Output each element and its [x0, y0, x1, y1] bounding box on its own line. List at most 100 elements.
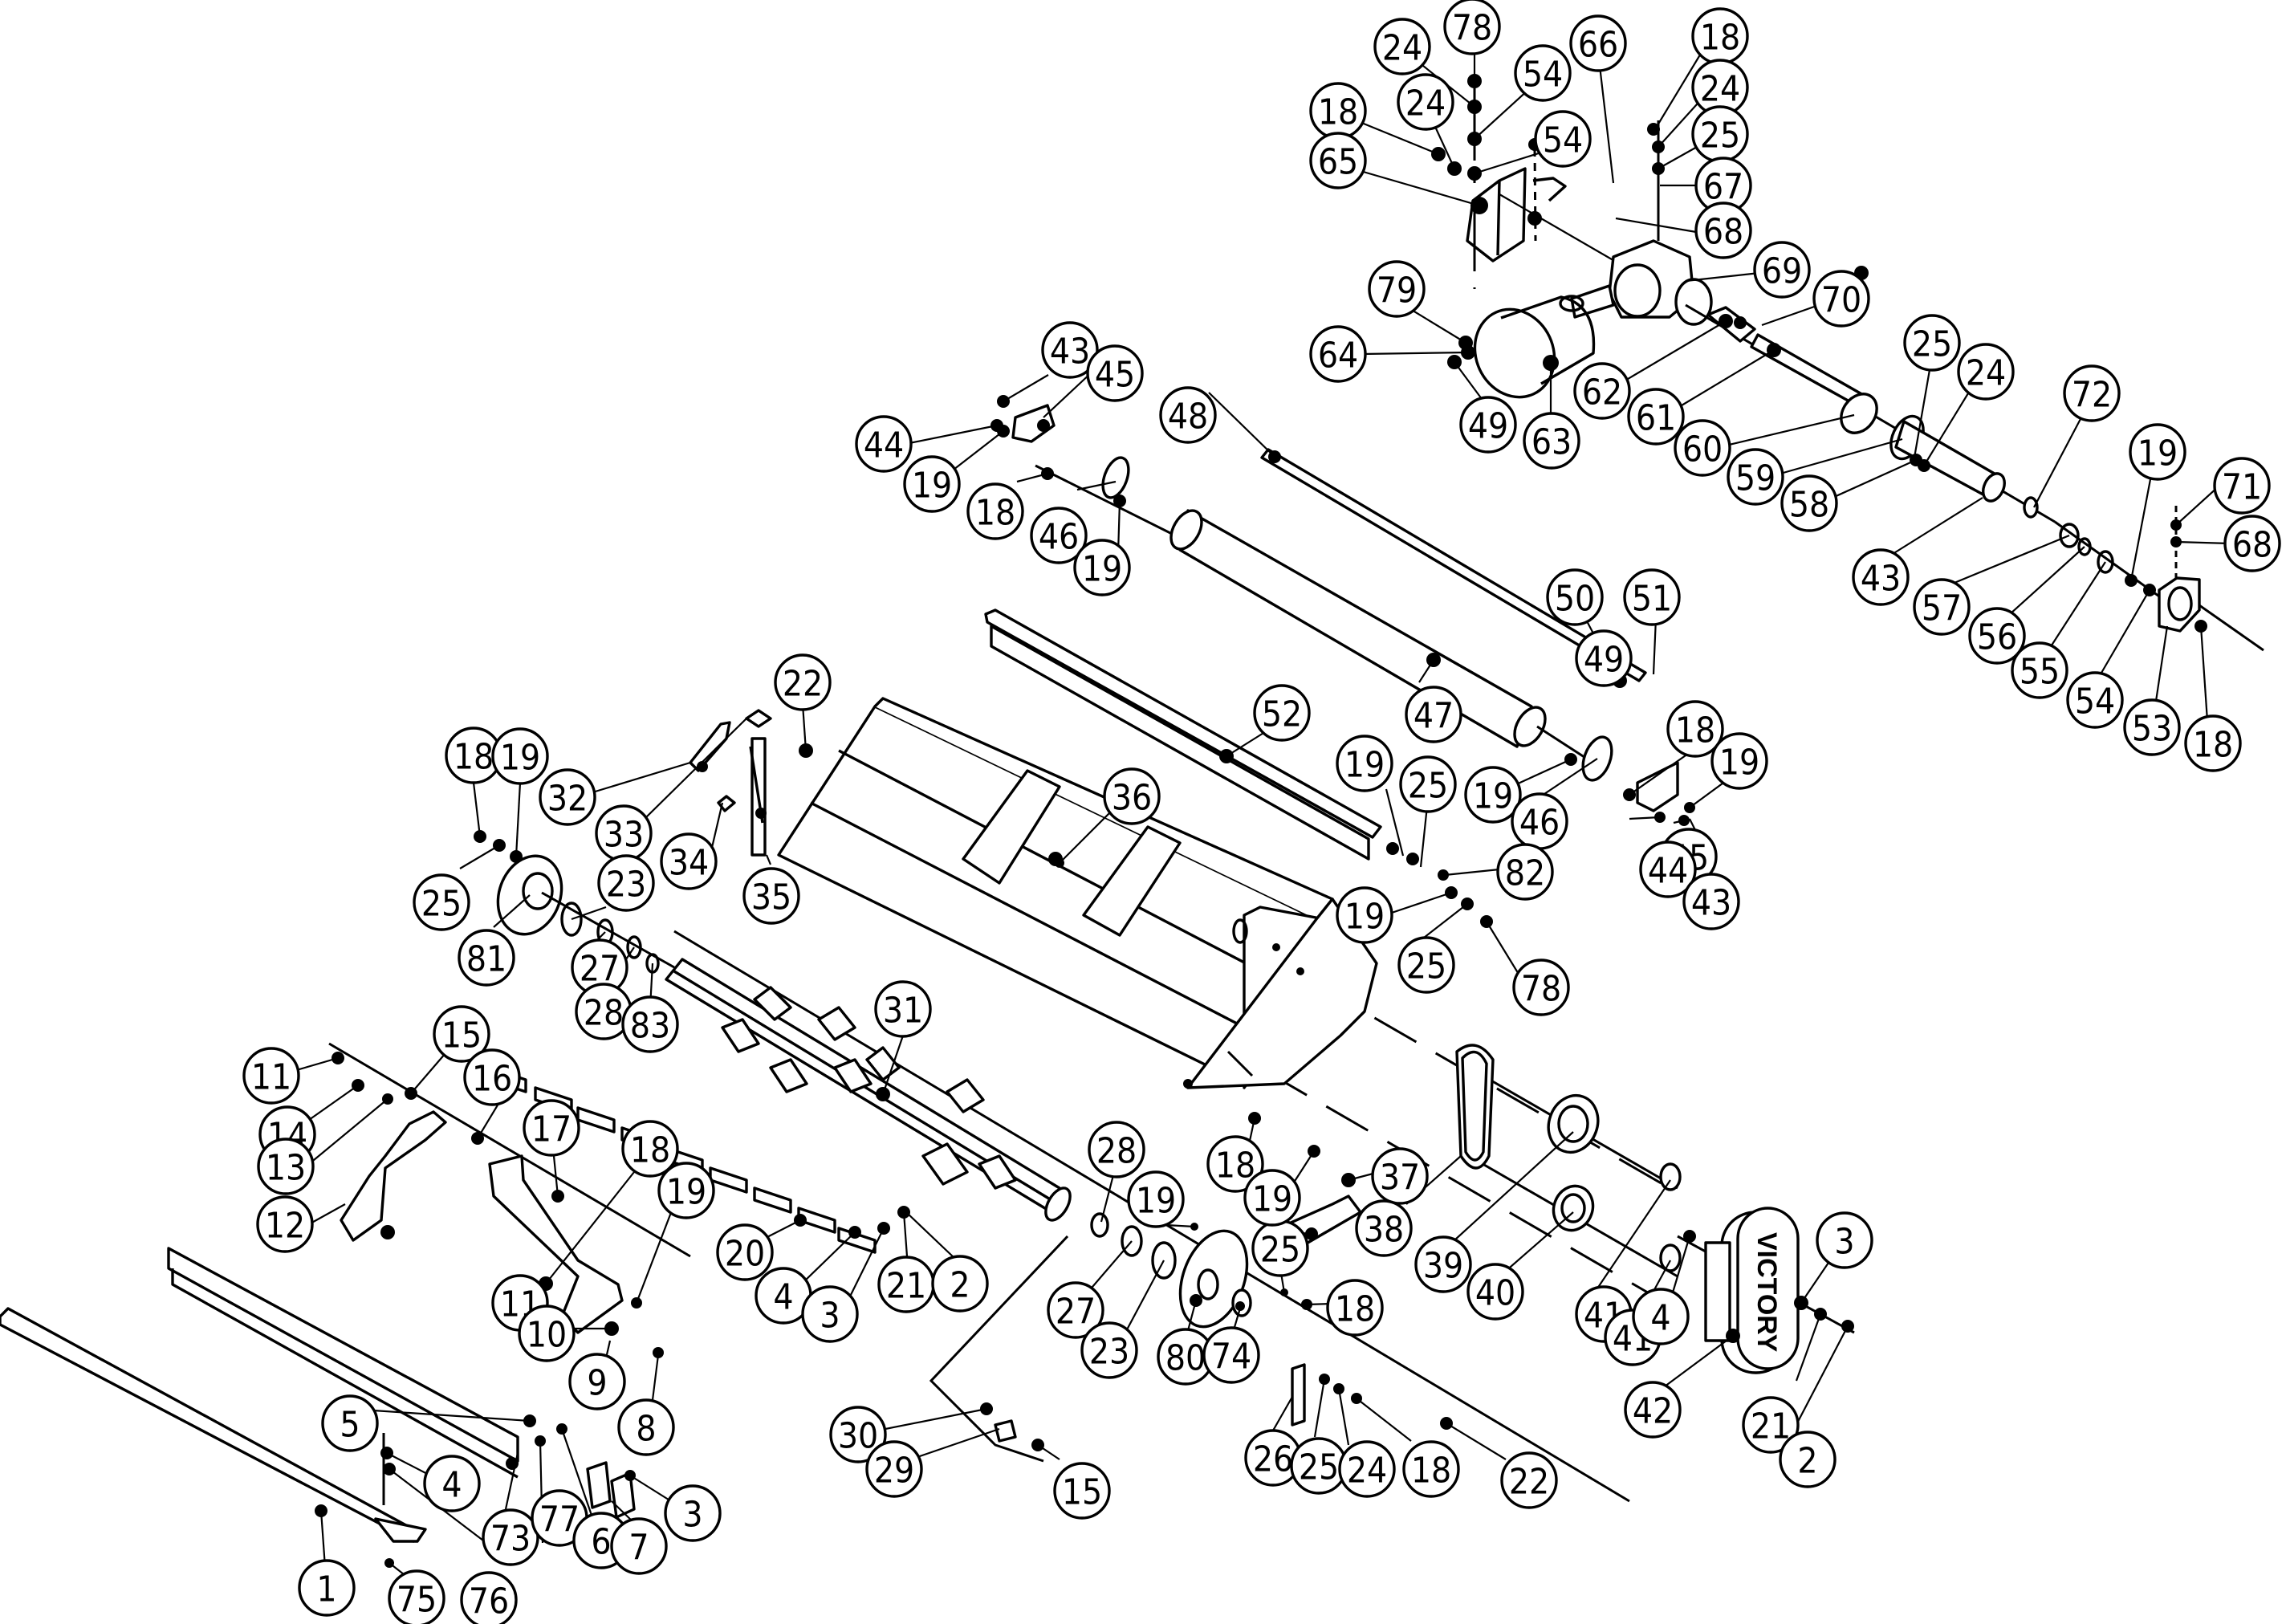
callout-circle	[1202, 1326, 1260, 1384]
callout-balloon: 25	[1691, 105, 1749, 163]
callout-circle	[1903, 314, 1961, 372]
callout-number: 12	[265, 1206, 305, 1247]
callout-circle	[1399, 755, 1457, 813]
callout-circle	[1852, 548, 1910, 606]
callout-balloon: 4	[423, 1455, 481, 1512]
callout-balloon: 46	[1030, 507, 1088, 564]
callout-balloon: 62	[1573, 362, 1631, 420]
callout-number: 8	[636, 1409, 656, 1450]
callout-circle	[1957, 343, 2015, 401]
callout-number: 30	[838, 1416, 878, 1457]
callout-balloon: 57	[1913, 578, 1971, 636]
callout-number: 19	[500, 738, 540, 779]
callout-number: 4	[1650, 1298, 1670, 1339]
callout-balloon: 25	[413, 873, 470, 931]
callout-circle	[1397, 936, 1455, 994]
callout-number: 5	[340, 1405, 360, 1446]
callout-number: 18	[1335, 1289, 1375, 1330]
callout-circle	[1632, 1288, 1690, 1345]
callout-number: 2	[1797, 1441, 1817, 1482]
callout-number: 55	[2020, 652, 2060, 693]
callout-circle	[1459, 396, 1517, 454]
callout-balloon: 12	[256, 1195, 314, 1253]
callout-balloon: 9	[568, 1353, 626, 1410]
callout-balloon: 46	[1511, 792, 1568, 850]
callout-circle	[1666, 700, 1724, 758]
callout-number: 70	[1821, 280, 1861, 321]
callout-number: 59	[1735, 458, 1776, 499]
callout-balloon: 18	[1206, 1135, 1264, 1193]
rear-roller	[1035, 448, 1647, 772]
callout-balloon: 42	[1624, 1381, 1682, 1439]
callout-number: 68	[1703, 212, 1743, 253]
callout-balloon: 58	[1780, 474, 1838, 532]
callout-balloon: 25	[1251, 1219, 1309, 1277]
rear-guard-rail	[984, 608, 1493, 928]
callout-balloon: 25	[1903, 314, 1961, 372]
callout-balloon: 52	[1253, 684, 1311, 742]
callout-number: 3	[820, 1296, 840, 1337]
callout-circle	[1073, 539, 1131, 596]
callout-circle	[1710, 732, 1768, 790]
callout-circle	[1053, 1462, 1111, 1520]
callout-circle	[1682, 873, 1740, 930]
parts-drawing: VICTORY	[0, 74, 2264, 1568]
callout-number: 61	[1636, 398, 1676, 439]
callout-circle	[388, 1569, 445, 1624]
callout-number: 74	[1211, 1337, 1251, 1378]
callout-number: 51	[1632, 579, 1672, 620]
callout-balloon: 31	[874, 980, 932, 1038]
callout-number: 13	[266, 1148, 306, 1189]
callout-balloon: 11	[242, 1047, 300, 1105]
callout-circle	[518, 1304, 576, 1362]
callout-number: 54	[2075, 682, 2115, 722]
callout-balloon: 20	[716, 1223, 774, 1281]
callout-circle	[256, 1195, 314, 1253]
callout-balloon: 49	[1575, 629, 1633, 687]
callout-balloon: 70	[1812, 270, 1870, 328]
callout-circle	[1443, 0, 1501, 55]
callout-balloon: 18	[1402, 1440, 1460, 1498]
callout-number: 21	[886, 1266, 926, 1307]
callout-balloon: 34	[660, 832, 718, 890]
callout-balloon: 18	[2184, 714, 2242, 772]
callout-circle	[1512, 959, 1570, 1016]
callout-balloon: 72	[2063, 364, 2121, 422]
callout-circle	[1639, 840, 1697, 898]
main-housing	[777, 697, 1378, 1089]
callout-balloon: 19	[2129, 423, 2186, 481]
callout-circle	[1414, 1235, 1472, 1293]
callout-balloon: 19	[1127, 1170, 1185, 1228]
callout-circle	[874, 980, 932, 1038]
callout-circle	[660, 832, 718, 890]
callout-number: 80	[1165, 1338, 1206, 1379]
callout-number: 67	[1703, 167, 1743, 208]
callout-balloon: 23	[597, 854, 655, 912]
callout-balloon: 78	[1443, 0, 1501, 55]
callout-circle	[1913, 578, 1971, 636]
callout-number: 11	[251, 1057, 291, 1098]
callout-number: 19	[2138, 433, 2178, 474]
callout-balloon: 64	[1309, 325, 1367, 383]
callout-circle	[1546, 568, 1604, 626]
callout-circle	[1514, 44, 1572, 102]
callout-number: 24	[1382, 28, 1422, 69]
callout-number: 19	[1344, 745, 1385, 786]
callout-balloon: 25	[1397, 936, 1455, 994]
callout-balloon: 54	[1514, 44, 1572, 102]
callout-balloon: 3	[801, 1285, 859, 1343]
callout-balloon: 28	[1088, 1121, 1145, 1178]
callout-balloon: 54	[1534, 110, 1592, 168]
callout-circle	[716, 1223, 774, 1281]
callout-circle	[1336, 886, 1393, 944]
callout-balloon: 3	[664, 1484, 722, 1542]
callout-balloon: 48	[1159, 386, 1217, 444]
callout-balloon: 37	[1371, 1147, 1429, 1205]
callout-balloon: 38	[1355, 1199, 1413, 1257]
callout-balloon: 27	[571, 938, 628, 996]
callout-number: 19	[1719, 743, 1759, 784]
callout-balloon: 19	[491, 727, 549, 785]
callout-balloon: 43	[1041, 321, 1099, 379]
